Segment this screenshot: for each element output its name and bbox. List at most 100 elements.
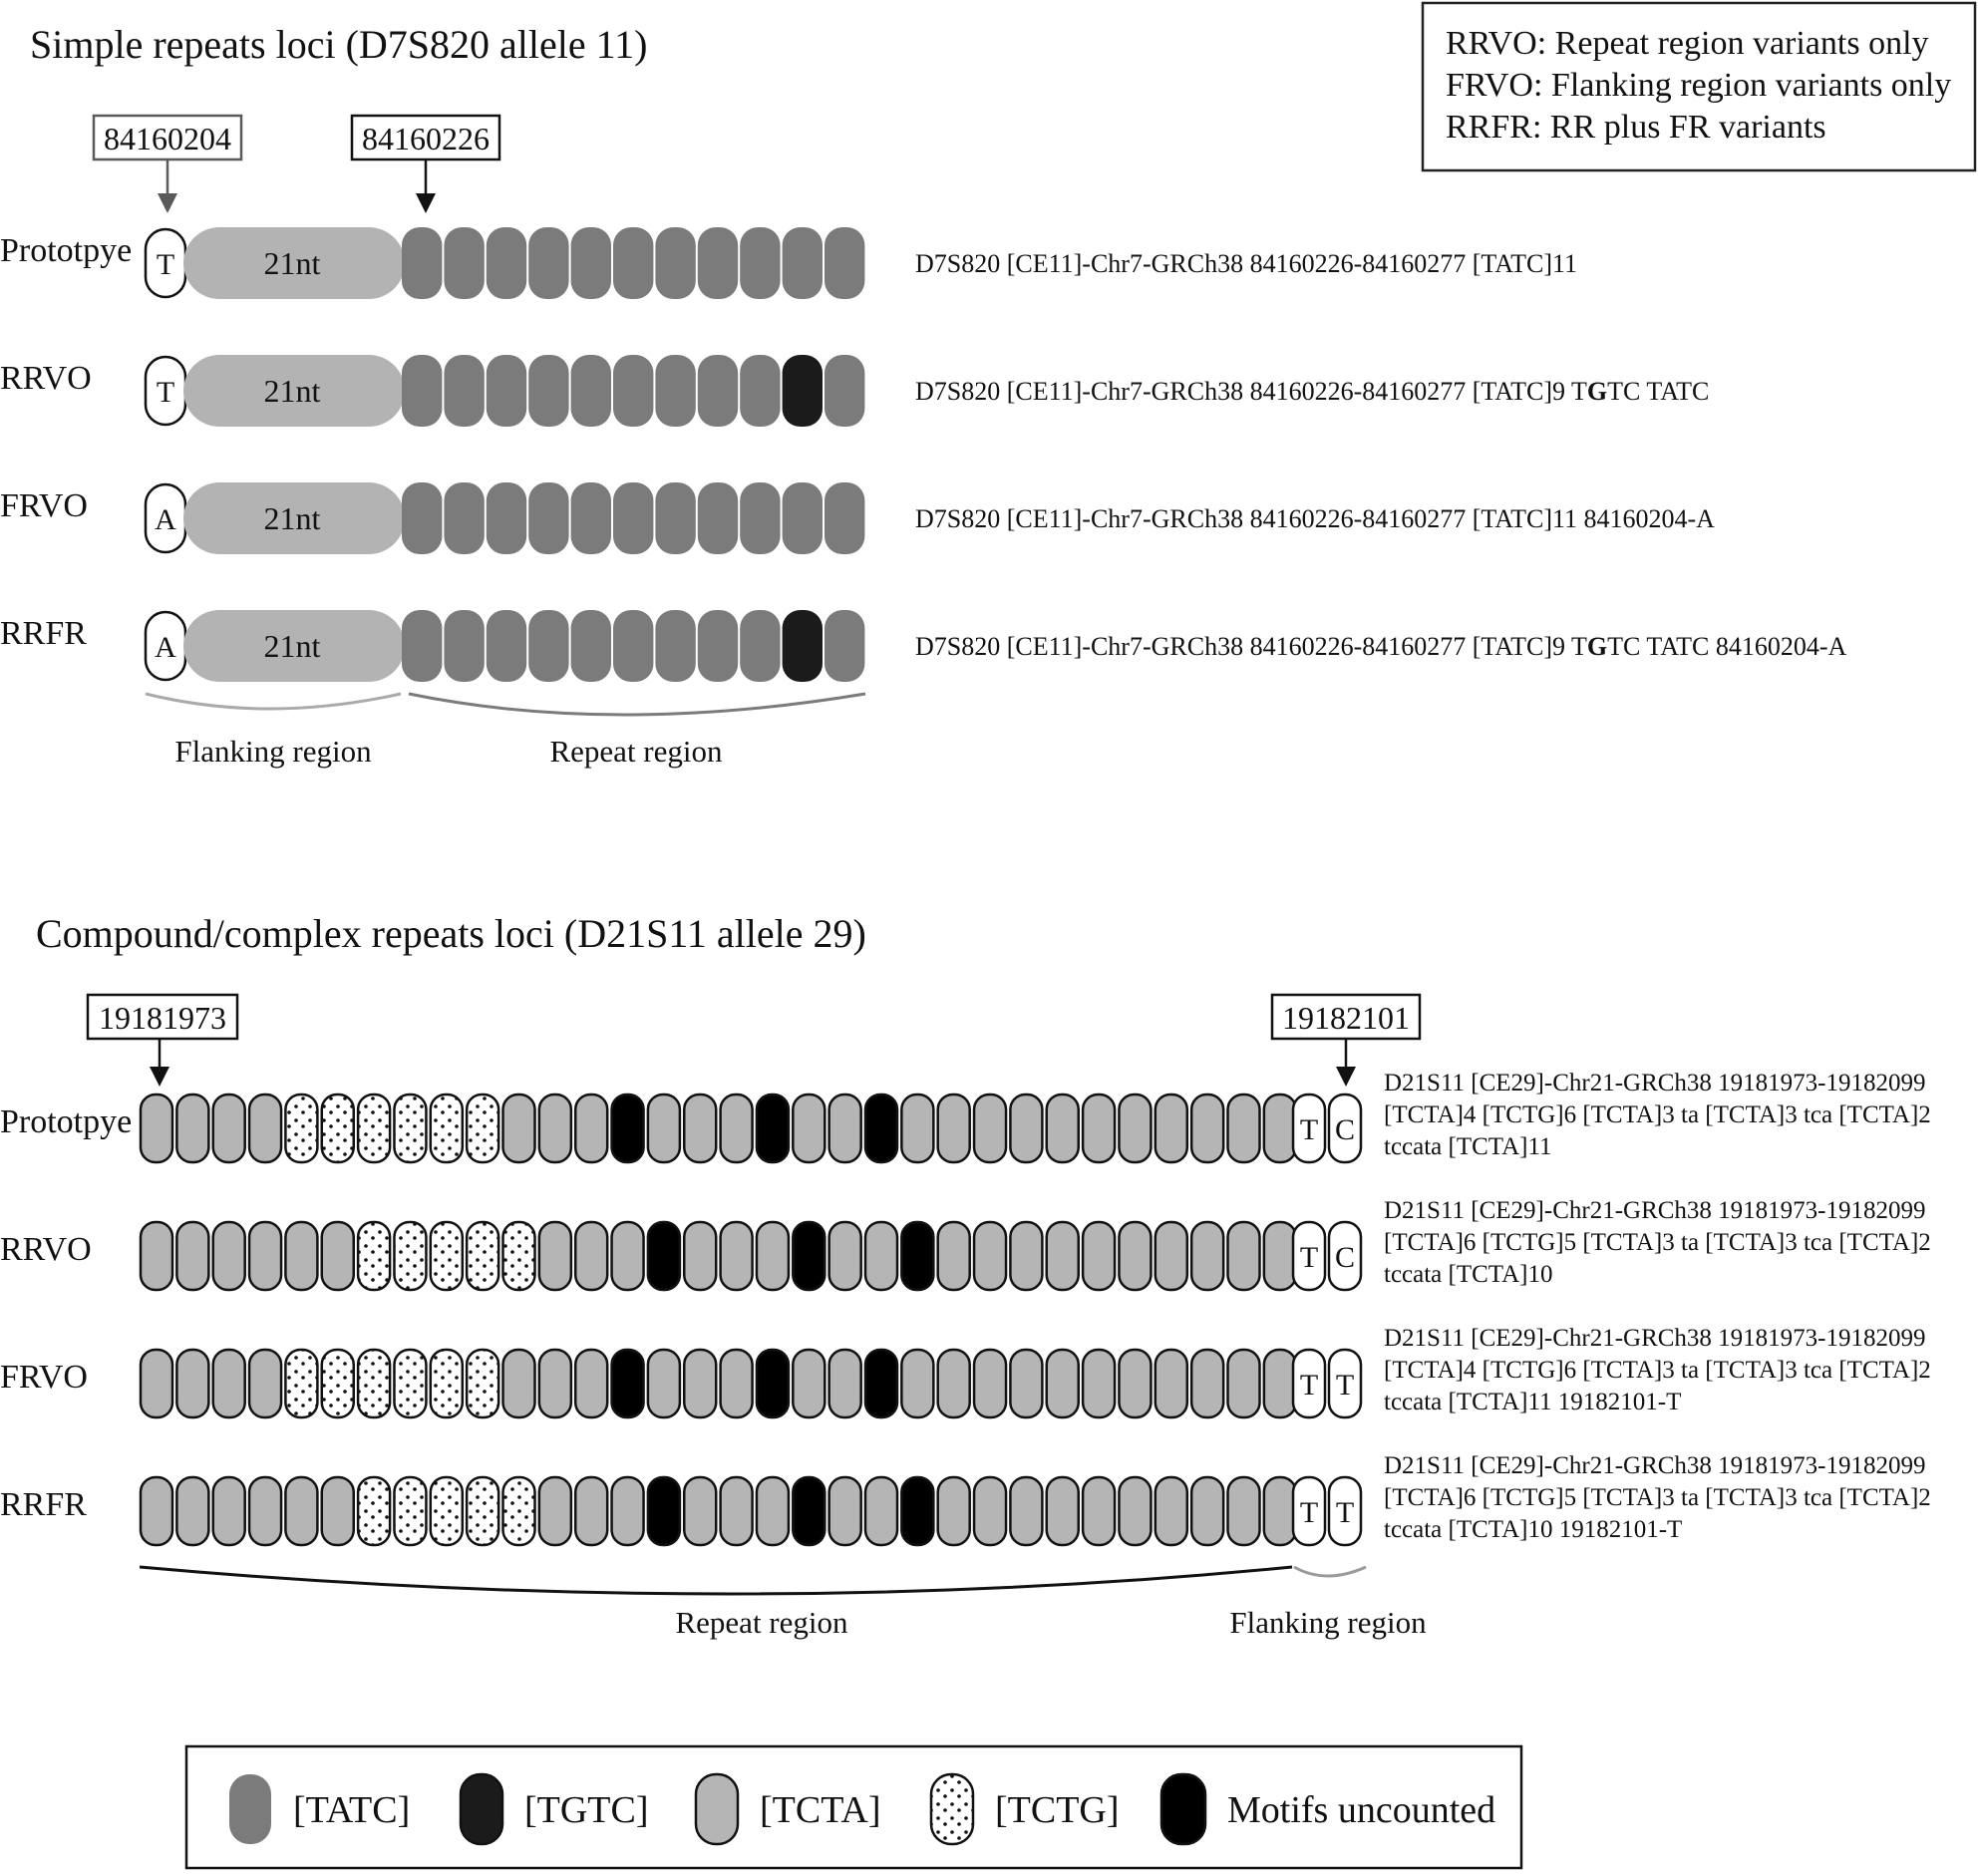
flanking-base-letter: T [1336, 1369, 1354, 1402]
motif-tatc [402, 610, 443, 682]
motif-tcta [827, 1475, 862, 1547]
motif-tctg [429, 1093, 465, 1164]
motif-uncounted [792, 1220, 826, 1292]
motif-tctg [284, 1093, 319, 1164]
flanking-base-letter: T [157, 248, 174, 281]
motif-tcta [936, 1348, 971, 1419]
motif-tatc [528, 610, 569, 682]
motif-tatc [613, 355, 654, 427]
motif-uncounted [900, 1220, 935, 1292]
legend-item-tctg: [TCTG] [929, 1772, 1120, 1846]
motif-tatc [825, 610, 865, 682]
motif-tatc [655, 355, 696, 427]
motif-tatc [697, 482, 739, 554]
motif-tcta [1045, 1348, 1080, 1419]
compound-position-right: 19182101 [1270, 993, 1422, 1087]
variant-description-line: tccata [TCTA]11 19182101-T [1384, 1389, 1681, 1415]
motif-tatc [782, 482, 823, 554]
flanking-base-letter: T [157, 376, 174, 409]
flanking-base-pill [1291, 1093, 1327, 1164]
motif-tatc [486, 482, 527, 554]
motif-tcta [719, 1348, 754, 1419]
motif-tcta [972, 1475, 1008, 1547]
motif-tctg [465, 1348, 500, 1419]
motif-tcta [175, 1093, 210, 1164]
motif-tcta [683, 1475, 718, 1547]
compound-section-title: Compound/complex repeats loci (D21S11 al… [36, 911, 866, 956]
legend-label: [TGTC] [524, 1789, 649, 1831]
motif-tcta [284, 1220, 319, 1292]
motif-tcta [537, 1093, 573, 1164]
flanking-base-pill [1327, 1348, 1363, 1419]
arrow-down-icon [158, 193, 177, 213]
motif-tcta [1154, 1348, 1189, 1419]
motif-tcta [247, 1348, 283, 1419]
motif-tcta [755, 1475, 791, 1547]
motif-tcta [1009, 1475, 1044, 1547]
flanking-base-letter: C [1335, 1113, 1355, 1146]
motif-tcta [1226, 1348, 1261, 1419]
motif-tatc [655, 610, 696, 682]
motif-uncounted [610, 1348, 645, 1419]
motif-tcta [972, 1093, 1008, 1164]
legend-item-tgtc: [TGTC] [459, 1772, 649, 1846]
motif-tcta [1118, 1475, 1153, 1547]
motif-tcta [501, 1093, 536, 1164]
motif-tcta [827, 1220, 862, 1292]
motif-tcta [900, 1348, 935, 1419]
arrow-down-icon [416, 193, 436, 213]
legend-label: Motifs uncounted [1227, 1789, 1495, 1831]
motif-tcta [610, 1475, 645, 1547]
flanking-base-letter: T [1336, 1496, 1354, 1529]
motif-tcta [139, 1475, 174, 1547]
motif-tatc [782, 227, 823, 299]
motif-tcta [139, 1093, 174, 1164]
motif-tcta [1081, 1093, 1117, 1164]
variant-description: D7S820 [CE11]-Chr7-GRCh38 84160226-84160… [915, 504, 1715, 533]
legend-swatch [694, 1772, 740, 1846]
motif-tatc [486, 355, 527, 427]
motif-tatc [444, 610, 485, 682]
variant-description: D7S820 [CE11]-Chr7-GRCh38 84160226-84160… [915, 249, 1577, 278]
variant-description-line: tccata [TCTA]10 [1384, 1261, 1552, 1288]
variant-description-line: [TCTA]6 [TCTG]5 [TCTA]3 ta [TCTA]3 tca [… [1384, 1484, 1931, 1511]
motif-tcta [863, 1220, 899, 1292]
row-label: Prototpye [0, 232, 132, 269]
motif-tatc [697, 610, 739, 682]
motif-tcta [1045, 1220, 1080, 1292]
variant-description: D7S820 [CE11]-Chr7-GRCh38 84160226-84160… [915, 377, 1709, 406]
legend-swatch [229, 1774, 271, 1844]
motif-tcta [719, 1093, 754, 1164]
row-label: Prototpye [0, 1103, 132, 1140]
flanking-21nt-block [183, 227, 405, 299]
flanking-base-letter: T [1300, 1496, 1318, 1529]
compound-position-left: 19181973 [86, 993, 239, 1087]
motif-tcta [139, 1220, 174, 1292]
motif-tcta [211, 1220, 246, 1292]
motif-tctg [465, 1475, 500, 1547]
motif-tcta [537, 1220, 573, 1292]
motif-tcta [792, 1348, 826, 1419]
motif-tatc [402, 482, 443, 554]
motif-tcta [646, 1348, 682, 1419]
row-label: FRVO [0, 1359, 88, 1396]
row-label: FRVO [0, 487, 88, 524]
flanking-21nt-block [183, 610, 405, 682]
flanking-base-letter: T [1300, 1369, 1318, 1402]
motif-tctg [393, 1220, 428, 1292]
motif-tctg [501, 1475, 536, 1547]
row-label: RRVO [0, 360, 92, 397]
flanking-region-brace [145, 692, 402, 711]
legend-item-tcta: [TCTA] [694, 1772, 880, 1846]
motif-tcta [247, 1093, 283, 1164]
motif-tctg [465, 1093, 500, 1164]
variant-description-line: tccata [TCTA]10 19182101-T [1384, 1516, 1682, 1543]
compound-flanking-region-label: Flanking region [1229, 1605, 1427, 1640]
motif-tcta [900, 1093, 935, 1164]
